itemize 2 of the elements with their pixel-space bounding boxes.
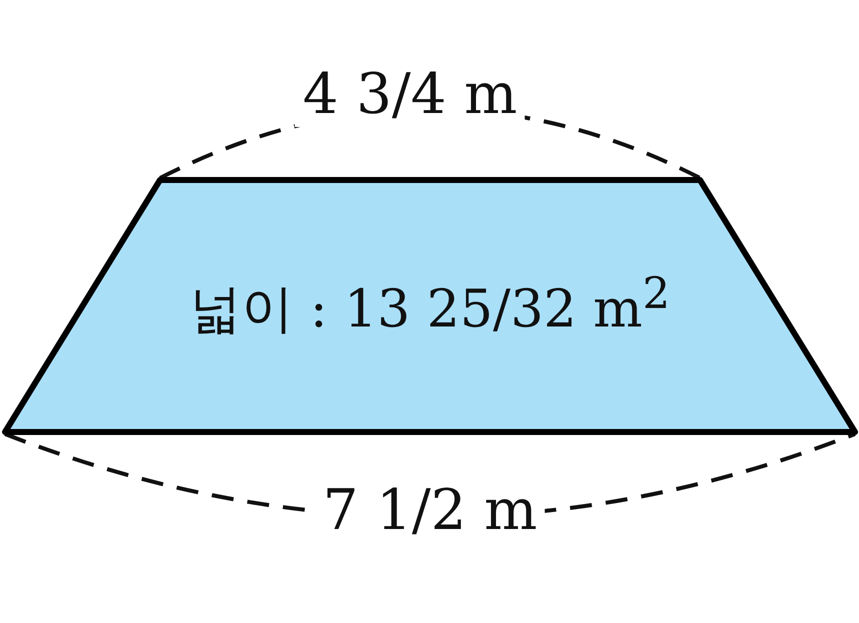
trapezoid [2,176,858,436]
area-label: 넓이 : 13 25/32 m$^{2}$ [190,268,670,341]
